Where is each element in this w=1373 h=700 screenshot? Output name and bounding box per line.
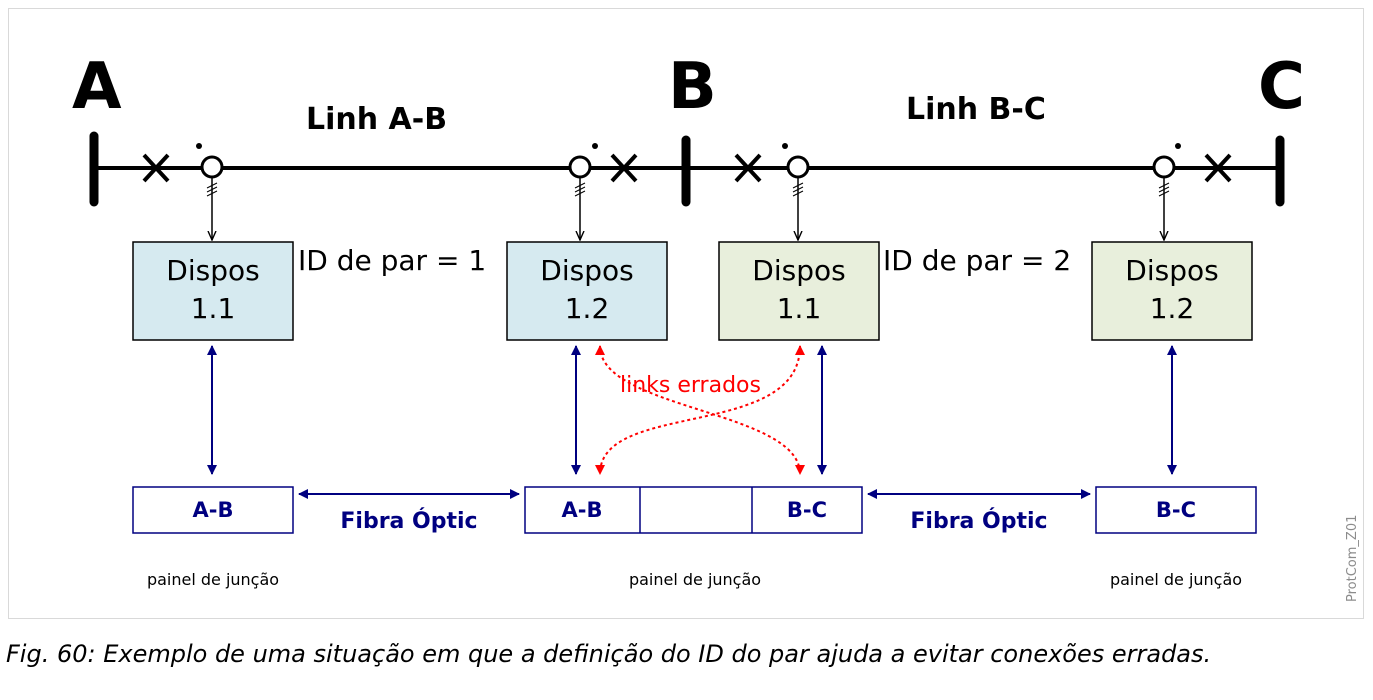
device-1-1-bc: Dispos 1.1	[718, 241, 880, 341]
line-bc-label: Linh B-C	[906, 92, 1046, 127]
device-number: 1.2	[565, 292, 610, 325]
breaker-icon	[734, 153, 762, 183]
pair-id-2-label: ID de par = 2	[883, 244, 1071, 277]
breaker-icon	[610, 153, 638, 183]
panel-label: B-C	[1156, 498, 1196, 522]
fiber-optic-label: Fibra Óptic	[910, 508, 1047, 534]
wrong-links-label: links errados	[620, 373, 761, 398]
device-title: Dispos	[752, 254, 845, 287]
current-transformer-icon	[568, 143, 598, 198]
panel-label: A-B	[562, 498, 603, 522]
current-transformer-icon	[1152, 143, 1181, 198]
current-transformer-icon	[782, 143, 810, 198]
node-b-label: B	[668, 50, 717, 124]
figure-code: ProtCom_Z01	[1345, 515, 1360, 602]
node-c-label: C	[1258, 50, 1305, 124]
device-number: 1.1	[191, 292, 236, 325]
junction-panel-middle: A-B B-C	[524, 486, 863, 534]
junction-panel-right: B-C	[1095, 486, 1257, 534]
fiber-optic-label: Fibra Óptic	[340, 508, 477, 534]
junction-panel-caption: painel de junção	[147, 570, 279, 589]
device-1-1-ab: Dispos 1.1	[132, 241, 294, 341]
wrong-link-arrow	[595, 345, 805, 475]
device-1-2-bc: Dispos 1.2	[1091, 241, 1253, 341]
breaker-icon	[1204, 153, 1232, 183]
device-title: Dispos	[166, 254, 259, 287]
device-title: Dispos	[1125, 254, 1218, 287]
line-ab-label: Linh A-B	[306, 102, 447, 137]
device-number: 1.1	[777, 292, 822, 325]
junction-panel-caption: painel de junção	[1110, 570, 1242, 589]
current-transformer-icon	[196, 143, 224, 198]
figure-frame	[8, 8, 1364, 619]
node-a-label: A	[72, 50, 122, 124]
junction-panel-caption: painel de junção	[629, 570, 761, 589]
panel-label: A-B	[193, 498, 234, 522]
junction-panel-left: A-B	[132, 486, 294, 534]
pair-id-1-label: ID de par = 1	[298, 244, 486, 277]
device-number: 1.2	[1150, 292, 1195, 325]
figure-caption: Fig. 60: Exemplo de uma situação em que …	[6, 640, 1212, 668]
breaker-icon	[142, 153, 170, 183]
device-title: Dispos	[540, 254, 633, 287]
device-1-2-ab: Dispos 1.2	[506, 241, 668, 341]
wrong-link-arrow	[595, 345, 805, 475]
panel-label: B-C	[787, 498, 827, 522]
